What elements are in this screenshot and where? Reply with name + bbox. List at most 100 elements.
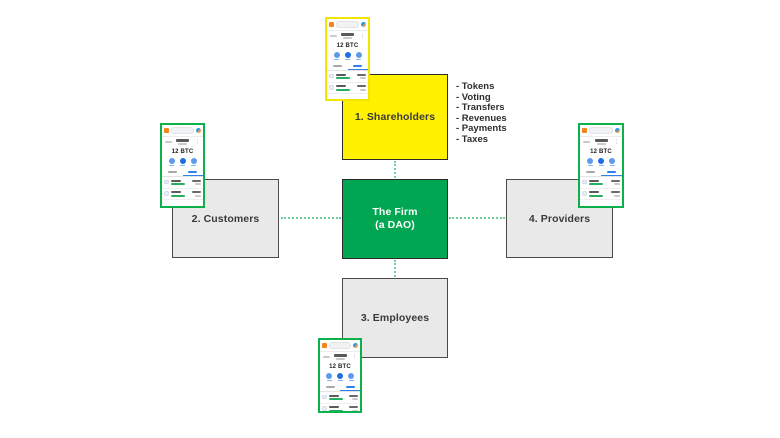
wallet-search-bar (336, 21, 359, 28)
wallet-kebab-menu-icon: ⋮ (360, 32, 365, 39)
wallet-transaction-row (320, 392, 360, 404)
wallet-transaction-row (327, 71, 368, 83)
transaction-token-icon (582, 191, 587, 196)
wallet-avatar (353, 343, 358, 348)
wallet-action-buy-icon (333, 51, 340, 60)
node-shareholders: 1. Shareholders (342, 74, 448, 160)
node-the-firm: The Firm (a DAO) (342, 179, 448, 259)
connector-customers-firm (281, 217, 341, 219)
feature-tokens: - Tokens (456, 81, 495, 92)
transaction-token-icon (329, 73, 334, 78)
wallet-balance: 12 BTC (171, 148, 194, 155)
wallet-tab-tokens (327, 63, 348, 70)
wallet-network-placeholder (330, 34, 337, 37)
wallet-phone-mockup-providers: ⋮ 12 BTC (578, 123, 624, 208)
wallet-tab-activity (340, 384, 360, 391)
wallet-action-receive-icon (348, 372, 354, 381)
wallet-avatar (196, 128, 201, 133)
wallet-balance: 12 BTC (329, 363, 351, 370)
wallet-action-receive-icon (609, 157, 615, 166)
wallet-tabs (162, 169, 203, 177)
connector-firm-employees (394, 260, 396, 277)
wallet-search-bar (329, 342, 351, 349)
wallet-tabs (327, 63, 368, 71)
wallet-avatar (361, 22, 366, 27)
firm-label-line1: The Firm (372, 206, 418, 218)
node-shareholders-label: 1. Shareholders (354, 111, 436, 123)
node-the-firm-label: The Firm (a DAO) (372, 206, 417, 232)
wallet-action-receive-icon (190, 157, 197, 166)
wallet-kebab-menu-icon: ⋮ (352, 353, 357, 360)
transaction-token-icon (329, 85, 334, 90)
wallet-account-row: ⋮ (320, 352, 360, 361)
wallet-tab-tokens (580, 169, 601, 176)
wallet-balance: 12 BTC (590, 148, 612, 155)
wallet-action-send-icon (337, 372, 343, 381)
wallet-transaction-row (162, 177, 203, 189)
wallet-action-buy-icon (326, 372, 332, 381)
wallet-network-placeholder (583, 140, 590, 143)
transaction-token-icon (582, 179, 587, 184)
wallet-avatar (615, 128, 620, 133)
wallet-action-send-icon (598, 157, 604, 166)
wallet-network-placeholder (165, 140, 172, 143)
wallet-account-name-placeholder (172, 139, 193, 145)
wallet-fox-logo-icon (329, 22, 334, 27)
wallet-account-name-placeholder (337, 33, 358, 39)
wallet-transaction-row (162, 189, 203, 200)
wallet-action-buttons (327, 51, 368, 60)
wallet-phone-mockup-employees: ⋮ 12 BTC (318, 338, 362, 413)
wallet-search-bar (171, 127, 194, 134)
wallet-transaction-row (320, 404, 360, 411)
wallet-tab-activity (601, 169, 622, 176)
wallet-network-placeholder (323, 355, 330, 358)
wallet-action-buttons (162, 157, 203, 166)
wallet-fox-logo-icon (582, 128, 587, 133)
wallet-phone-mockup-customers: ⋮ 12 BTC (160, 123, 205, 208)
wallet-tab-tokens (162, 169, 183, 176)
wallet-fox-logo-icon (164, 128, 169, 133)
transaction-token-icon (322, 394, 327, 399)
wallet-tab-activity (182, 169, 203, 176)
node-employees-label: 3. Employees (360, 312, 430, 324)
firm-label-line2: (a DAO) (375, 219, 415, 231)
node-customers-label: 2. Customers (191, 212, 260, 225)
wallet-action-buttons (320, 372, 360, 381)
wallet-tab-tokens (320, 384, 340, 391)
transaction-token-icon (322, 406, 327, 411)
feature-taxes: - Taxes (456, 133, 489, 145)
connector-firm-providers (449, 217, 505, 219)
wallet-navbar (162, 125, 203, 137)
wallet-account-row: ⋮ (580, 137, 622, 146)
wallet-account-name-placeholder (330, 354, 350, 360)
shareholder-features-list: - Tokens - Voting - Transfers - Revenues… (456, 81, 507, 146)
wallet-kebab-menu-icon: ⋮ (195, 138, 200, 145)
feature-transfers: - Transfers (456, 102, 505, 114)
wallet-phone-mockup-shareholders: ⋮ 12 BTC (325, 17, 370, 101)
wallet-balance: 12 BTC (336, 42, 359, 49)
wallet-action-buttons (580, 157, 622, 166)
wallet-fox-logo-icon (322, 343, 327, 348)
wallet-navbar (580, 125, 622, 137)
wallet-account-name-placeholder (590, 139, 612, 145)
wallet-transaction-row (327, 83, 368, 94)
wallet-action-buy-icon (587, 157, 593, 166)
wallet-kebab-menu-icon: ⋮ (614, 138, 619, 145)
wallet-tabs (580, 169, 622, 177)
wallet-account-row: ⋮ (162, 137, 203, 146)
feature-payments: - Payments (456, 123, 507, 135)
feature-voting: - Voting (456, 91, 491, 103)
wallet-search-bar (589, 127, 613, 134)
transaction-token-icon (164, 191, 169, 196)
transaction-token-icon (164, 179, 169, 184)
wallet-navbar (320, 340, 360, 352)
node-providers-label: 4. Providers (528, 212, 591, 225)
connector-shareholders-firm (394, 161, 396, 178)
wallet-navbar (327, 19, 368, 31)
wallet-transaction-row (580, 177, 622, 189)
feature-revenues: - Revenues (456, 112, 507, 124)
wallet-action-send-icon (179, 157, 186, 166)
wallet-transaction-row (580, 189, 622, 200)
wallet-action-buy-icon (168, 157, 175, 166)
